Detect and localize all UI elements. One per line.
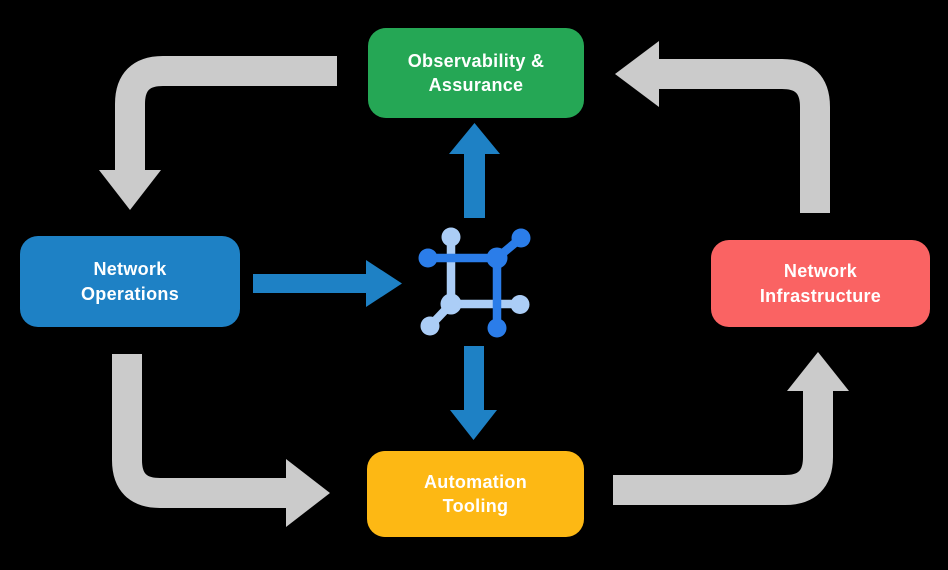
arrow-observability-to-operations xyxy=(99,56,337,210)
arrow-tooling-to-infrastructure xyxy=(613,352,849,505)
node-network-operations: Network Operations xyxy=(20,236,240,327)
arrow-center-to-tooling xyxy=(450,346,497,440)
arrow-operations-to-center xyxy=(253,260,402,307)
mesh-node-topright-dark xyxy=(511,228,531,248)
node-tooling-label: Automation Tooling xyxy=(424,471,527,516)
node-operations-label: Network Operations xyxy=(80,259,180,304)
arrow-center-to-observability xyxy=(449,123,500,218)
mesh-node-left-dark xyxy=(418,248,438,268)
node-automation-tooling: Automation Tooling xyxy=(367,451,584,537)
mesh-junction-dark xyxy=(486,247,508,269)
mesh-node-bottomleft-light xyxy=(420,316,440,336)
node-observability-assurance: Observability & Assurance xyxy=(368,28,584,118)
node-network-infrastructure: Network Infrastructure xyxy=(711,240,930,327)
mesh-node-bottom-dark xyxy=(487,318,507,338)
node-infrastructure-label: Network Infrastructure xyxy=(759,261,882,306)
node-observability-label: Observability & Assurance xyxy=(407,50,545,95)
arrow-infrastructure-to-observability xyxy=(615,41,830,213)
mesh-node-right-light xyxy=(510,295,530,314)
mesh-node-top-light xyxy=(441,227,461,247)
network-mesh-icon xyxy=(418,227,531,338)
arrow-operations-to-tooling xyxy=(112,354,330,527)
mesh-junction-light xyxy=(440,293,462,315)
